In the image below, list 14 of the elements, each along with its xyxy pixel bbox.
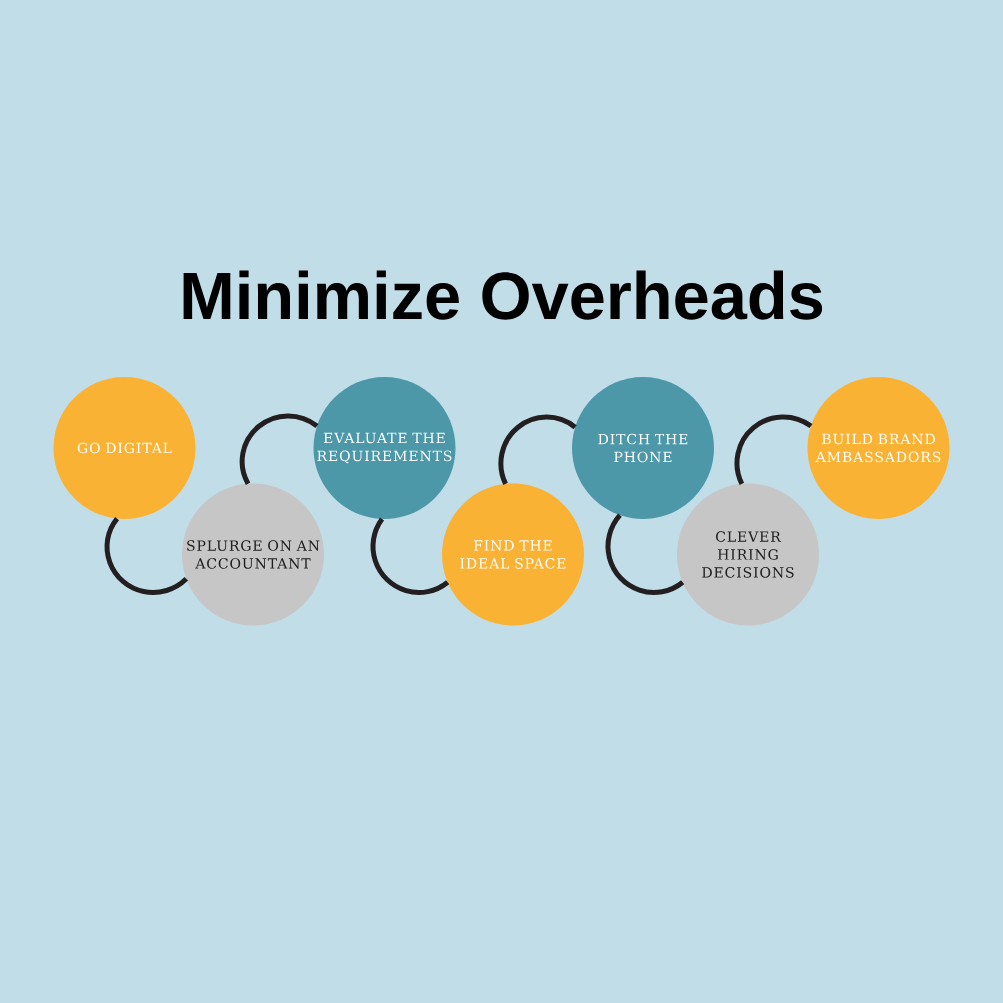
connector-arc <box>498 414 577 485</box>
circle-node: FIND THE IDEAL SPACE <box>442 483 584 626</box>
circle-node: DITCH THE PHONE <box>572 377 714 519</box>
circle-node: EVALUATE THE REQUIREMENTS <box>313 377 456 519</box>
connector-arc <box>734 414 813 485</box>
connector-arc <box>104 517 188 595</box>
connector-arc <box>370 517 450 595</box>
circle-node: SPLURGE ON AN ACCOUNTANT <box>182 483 324 626</box>
circle-node: CLEVER HIRING DECISIONS <box>677 483 819 626</box>
title: Minimize Overheads <box>183 270 823 320</box>
circle-node: BUILD BRAND AMBASSADORS <box>807 377 950 519</box>
connector-arc <box>239 413 319 485</box>
connector-arc <box>605 513 685 595</box>
circle-node: GO DIGITAL <box>53 377 196 519</box>
